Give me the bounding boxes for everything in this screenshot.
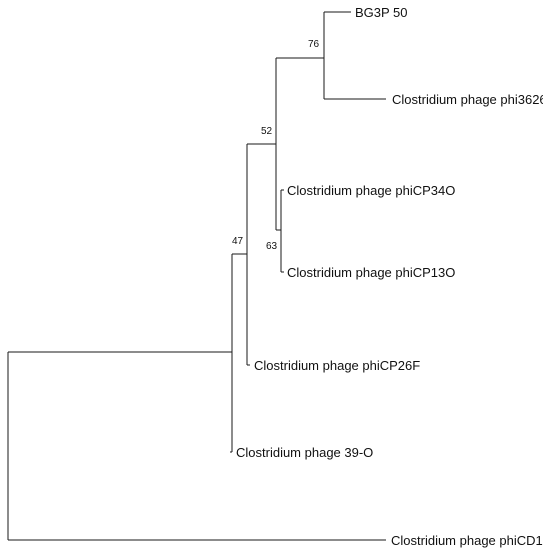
- leaf-label-phicp26f: Clostridium phage phiCP26F: [254, 358, 420, 373]
- support-value-63: 63: [266, 241, 278, 252]
- support-value-76: 76: [308, 39, 320, 50]
- leaf-label-phicp13o: Clostridium phage phiCP13O: [287, 265, 455, 280]
- leaf-label-39o: Clostridium phage 39-O: [236, 445, 373, 460]
- leaf-label-phicp34o: Clostridium phage phiCP34O: [287, 183, 455, 198]
- leaf-label-bg3p50: BG3P 50: [355, 5, 408, 20]
- support-value-52: 52: [261, 126, 273, 137]
- leaf-label-phicd14: Clostridium phage phiCD14: [391, 533, 543, 548]
- leaf-label-phi3626: Clostridium phage phi3626: [392, 92, 543, 107]
- support-value-47: 47: [232, 236, 244, 247]
